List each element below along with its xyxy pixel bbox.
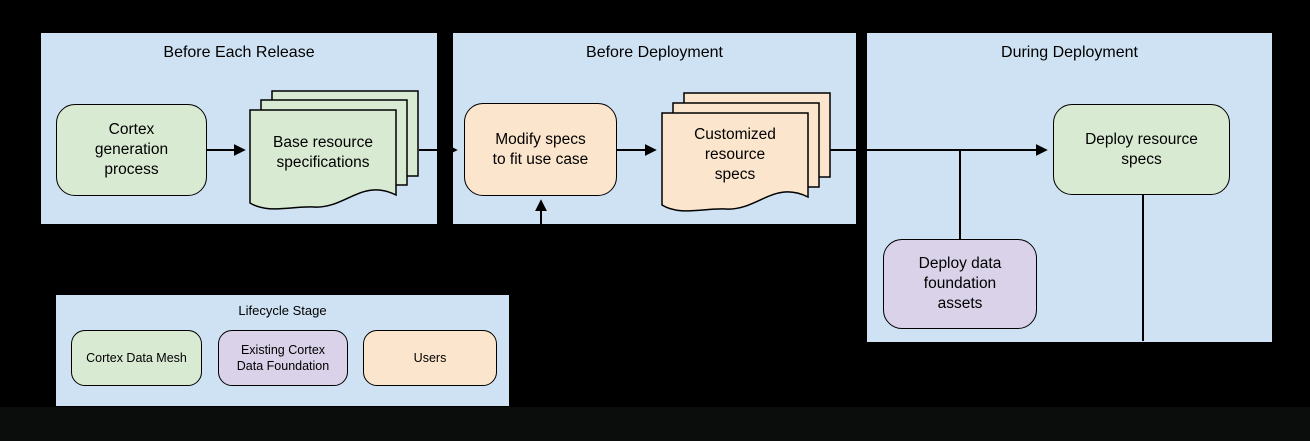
process-box-deploy-data-foundation-assets: Deploy data foundation assets [883, 239, 1037, 329]
doc-label-customized-resource-specs: Customized resource specs [662, 113, 808, 197]
node-label: Modify specs to fit use case [492, 130, 589, 168]
process-box-modify-specs: Modify specs to fit use case [464, 103, 617, 196]
legend-item-label: Users [413, 351, 447, 365]
legend-title: Lifecycle Stage [238, 303, 327, 318]
legend-item-existing-cortex-data-foundation: Existing Cortex Data Foundation [218, 330, 348, 386]
panel-title-before-deployment: Before Deployment [586, 44, 723, 61]
panel-title-before-each-release: Before Each Release [163, 44, 315, 61]
node-label: Customized resource specs [694, 126, 776, 183]
process-box-cortex-generation: Cortex generation process [56, 104, 207, 196]
node-label: Deploy data foundation assets [918, 255, 1002, 312]
process-box-deploy-resource-specs: Deploy resource specs [1053, 104, 1230, 195]
legend-item-label: Cortex Data Mesh [86, 351, 187, 365]
node-label: Cortex generation process [94, 121, 169, 178]
document-stack-base-resource-specs [249, 90, 419, 210]
legend-item-label: Existing Cortex Data Foundation [236, 343, 330, 373]
legend-item-users: Users [363, 330, 497, 386]
doc-label-base-resource-specs: Base resource specifications [250, 110, 396, 195]
node-label: Base resource specifications [273, 133, 373, 171]
document-front-sheet [661, 112, 809, 212]
document-stack-customized-resource-specs [661, 92, 831, 212]
panel-title-during-deployment: During Deployment [1001, 44, 1138, 61]
document-front-sheet [249, 109, 397, 210]
bottom-strip [0, 407, 1310, 441]
legend-item-cortex-data-mesh: Cortex Data Mesh [71, 330, 202, 386]
node-label: Deploy resource specs [1085, 130, 1198, 168]
